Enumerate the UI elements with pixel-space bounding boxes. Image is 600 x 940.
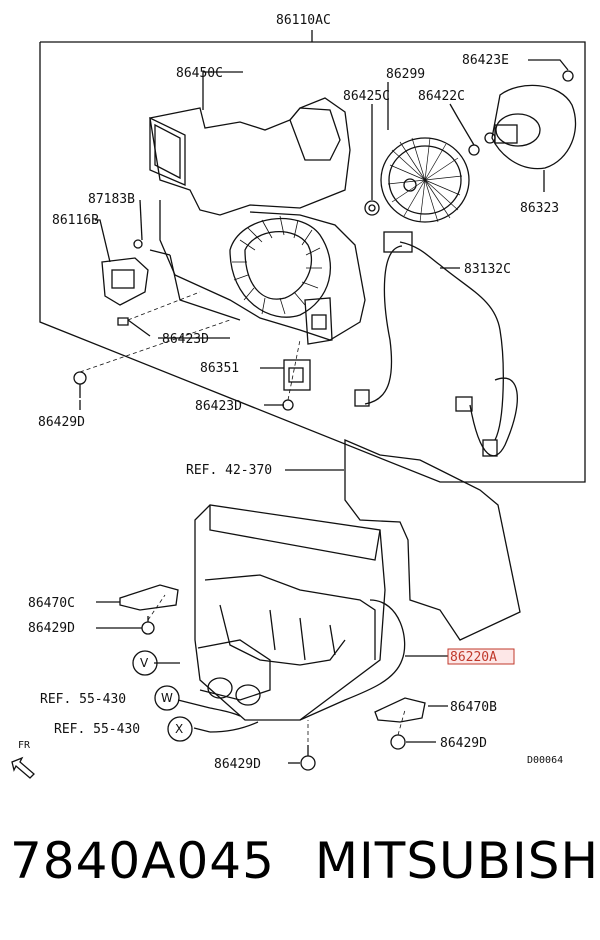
label-86423E: 86423E xyxy=(462,53,509,68)
label-86429D-left: 86429D xyxy=(28,621,75,636)
wire-harness-83132C xyxy=(364,241,518,457)
callout-x-letter: X xyxy=(175,722,183,736)
callout-v xyxy=(132,650,158,676)
blower-motor-86323 xyxy=(491,84,577,170)
label-86429D-top: 86429D xyxy=(38,415,85,430)
callout-x xyxy=(167,716,193,742)
bracket-86470B xyxy=(374,697,426,723)
label-86351: 86351 xyxy=(200,361,239,376)
label-87183B: 87183B xyxy=(88,192,135,207)
blower-fan-86299 xyxy=(380,137,470,223)
label-86299: 86299 xyxy=(386,67,425,82)
bracket-86470C xyxy=(119,584,179,611)
resistor-86116B xyxy=(101,257,149,306)
label-83132C: 83132C xyxy=(464,262,511,277)
label-86423D-upper: 86423D xyxy=(162,332,209,347)
label-86422C: 86422C xyxy=(418,89,465,104)
assembly-frame xyxy=(39,41,586,483)
label-86323: 86323 xyxy=(520,201,559,216)
housing-86450C xyxy=(149,97,351,216)
ref-body-outline xyxy=(344,439,521,641)
label-ref-42-370: REF. 42-370 xyxy=(186,463,272,478)
fr-arrow-icon xyxy=(11,756,35,779)
footer-caption: 7840A045 MITSUBISHI xyxy=(10,832,600,890)
label-86116B: 86116B xyxy=(52,213,99,228)
label-86110AC: 86110AC xyxy=(276,13,331,28)
label-fr: FR xyxy=(18,740,31,751)
label-ref-55-430-w: REF. 55-430 xyxy=(40,692,126,707)
label-86220A: 86220A xyxy=(450,650,497,665)
label-86423D-lower: 86423D xyxy=(195,399,242,414)
label-86470C: 86470C xyxy=(28,596,75,611)
label-86429D-bottom: 86429D xyxy=(214,757,261,772)
label-86425C: 86425C xyxy=(343,89,390,104)
footer-part-number: 7840A045 xyxy=(10,832,275,890)
exploded-parts-diagram: 86110AC 86450C 86299 86423E 86425C 86422… xyxy=(11,13,586,779)
callout-w xyxy=(154,685,180,711)
heater-unit-86220A xyxy=(194,504,386,721)
label-diagram-code: D00064 xyxy=(527,755,563,766)
bracket-86351 xyxy=(283,359,311,391)
label-86470B: 86470B xyxy=(450,700,497,715)
label-86429D-right: 86429D xyxy=(440,736,487,751)
highlight-86220A xyxy=(447,648,515,665)
footer-brand: MITSUBISHI xyxy=(314,832,600,890)
label-ref-55-430-x: REF. 55-430 xyxy=(54,722,140,737)
callout-v-letter: V xyxy=(140,656,149,670)
callout-w-letter: W xyxy=(161,691,173,705)
label-86450C: 86450C xyxy=(176,66,223,81)
